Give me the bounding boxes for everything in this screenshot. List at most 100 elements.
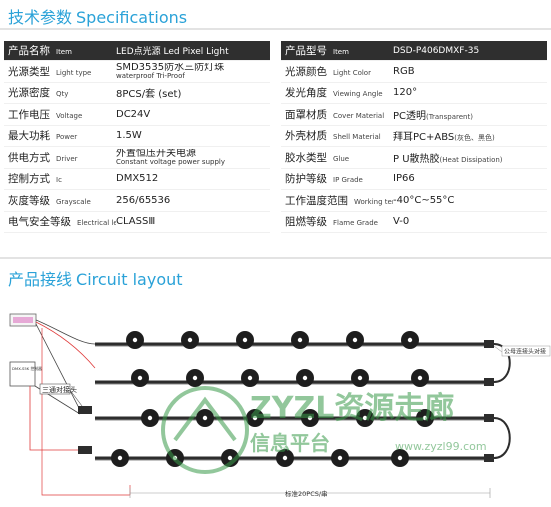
- row-label-en: Electrical level: [77, 219, 116, 228]
- length-label: 标准20PCS/串: [285, 489, 328, 498]
- row-label-en: Working temperature: [354, 197, 393, 206]
- head-label: 产品型号: [285, 45, 327, 57]
- specs-title-cn: 技术参数: [8, 8, 73, 27]
- row-label-en: Voltage: [56, 111, 83, 120]
- row-value: SMD3535防水三防灯珠: [116, 62, 225, 73]
- svg-text:www.zyzl99.com: www.zyzl99.com: [395, 440, 487, 453]
- row-value: DMX512: [116, 173, 159, 185]
- row-value-note: (Heat Dissipation): [439, 155, 503, 164]
- row-value: DC24V: [116, 108, 151, 120]
- row-value-note: (Transparent): [426, 112, 473, 121]
- row-value: 120°: [393, 87, 418, 99]
- row-label-en: Flame Grade: [333, 219, 378, 228]
- connector-label-box: [501, 345, 551, 357]
- table-row: 防护等级 IP Grade IP66: [281, 169, 547, 190]
- svg-text:信息平台: 信息平台: [250, 431, 330, 455]
- head-label-en: Item: [333, 48, 349, 56]
- row-label-en: Power: [56, 133, 78, 142]
- row-label: 胶水类型: [285, 151, 327, 164]
- row-label-en: IP Grade: [333, 176, 363, 185]
- row-label-en: Ic: [56, 176, 62, 185]
- row-value: P U散热胶: [393, 153, 440, 165]
- row-label: 光源密度: [8, 87, 50, 100]
- table-row: 工作温度范围 Working temperature -40°C~55°C: [281, 190, 547, 212]
- row-value: CLASSⅢ: [116, 216, 156, 228]
- right-spec-table: 产品型号 Item DSD-P406DMXF-35 光源颜色 Light Color…: [281, 41, 547, 233]
- row-value-sub: Constant voltage power supply: [116, 157, 225, 166]
- row-value: RGB: [393, 65, 415, 77]
- row-value-note: (灰色、黑色): [454, 134, 495, 143]
- table-row: 控制方式 Ic DMX512: [4, 169, 270, 190]
- row-value: 8PCS/套 (set): [116, 89, 182, 101]
- row-end-connectors: [484, 340, 494, 462]
- row-label: 面罩材质: [285, 108, 327, 121]
- power-supply-box: DMX-S5K 控制器: [9, 361, 42, 387]
- specs-title-en: Specifications: [76, 8, 188, 27]
- length-bracket: [129, 488, 491, 498]
- table-row: 电气安全等级 Electrical level CLASSⅢ: [4, 212, 270, 233]
- table-row: 光源密度 Qty 8PCS/套 (set): [4, 83, 270, 104]
- row-label: 灰度等级: [8, 194, 50, 207]
- head-value: LED点光源 Led Pixel Light: [116, 47, 229, 57]
- row-label: 外壳材质: [285, 130, 327, 143]
- divider: [0, 28, 551, 30]
- table-row: 光源颜色 Light Color RGB: [281, 61, 547, 83]
- row-label: 工作电压: [8, 108, 50, 121]
- table-head-row: 产品名称 Item LED点光源 Led Pixel Light: [4, 41, 270, 61]
- table-row: 阻燃等级 Flame Grade V-0: [281, 212, 547, 233]
- tee-connectors: [78, 406, 92, 454]
- table-row: 灰度等级 Grayscale 256/65536: [4, 190, 270, 212]
- circuit-title-cn: 产品接线: [8, 270, 73, 289]
- row-value: PC透明: [393, 110, 427, 122]
- row-value: -40°C~55°C: [393, 194, 455, 206]
- table-row: 最大功耗 Power 1.5W: [4, 126, 270, 147]
- row-value: 拜耳PC+ABS: [393, 132, 455, 144]
- row-label: 发光角度: [285, 87, 327, 100]
- row-value-sub: waterproof Tri-Proof: [116, 71, 185, 80]
- head-value: DSD-P406DMXF-35: [393, 45, 480, 56]
- controller-label: DMX-S5K 控制器: [12, 366, 42, 371]
- row-label: 最大功耗: [8, 130, 50, 143]
- row-label-en: Viewing Angle: [333, 90, 383, 99]
- row-value: IP66: [393, 173, 415, 185]
- row-value: 256/65536: [116, 194, 171, 206]
- tee-label: 三通对接头: [42, 385, 77, 394]
- row-value: 1.5W: [116, 130, 142, 142]
- row-label-en: Light Color: [333, 68, 371, 77]
- light-string-row: [95, 342, 485, 347]
- row-label: 阻燃等级: [285, 216, 327, 229]
- table-head-row: 产品型号 Item DSD-P406DMXF-35: [281, 41, 547, 61]
- watermark-logo: ZYZL资源走廊 信息平台 www.zyzl99.com: [161, 386, 487, 474]
- row-label-en: Light type: [56, 68, 92, 77]
- row-value: 外置恒压开关电源: [116, 148, 196, 159]
- head-label-en: Item: [56, 48, 72, 56]
- row-label-en: Glue: [333, 154, 350, 163]
- head-label: 产品名称: [8, 45, 50, 57]
- row-label: 控制方式: [8, 173, 50, 186]
- controller-box: [9, 313, 37, 327]
- table-row: 工作电压 Voltage DC24V: [4, 104, 270, 126]
- table-row: 胶水类型 Glue P U散热胶(Heat Dissipation): [281, 147, 547, 169]
- row-label-en: Qty: [56, 90, 69, 99]
- row-label: 防护等级: [285, 173, 327, 186]
- row-label-en: Cover Material: [333, 111, 385, 120]
- pixel-nodes: [111, 331, 434, 467]
- row-label: 工作温度范围: [285, 194, 348, 207]
- table-row: 发光角度 Viewing Angle 120°: [281, 83, 547, 104]
- row-value: V-0: [393, 216, 410, 228]
- tee-label-box: [39, 383, 71, 395]
- row-label: 电气安全等级: [8, 216, 71, 229]
- divider: [0, 257, 551, 259]
- row-label: 供电方式: [8, 151, 50, 164]
- circuit-title-en: Circuit layout: [76, 270, 183, 289]
- row-label: 光源颜色: [285, 65, 327, 78]
- row-label-en: Grayscale: [56, 197, 91, 206]
- svg-text:ZYZL资源走廊: ZYZL资源走廊: [250, 391, 454, 426]
- table-row: 面罩材质 Cover Material PC透明(Transparent): [281, 104, 547, 126]
